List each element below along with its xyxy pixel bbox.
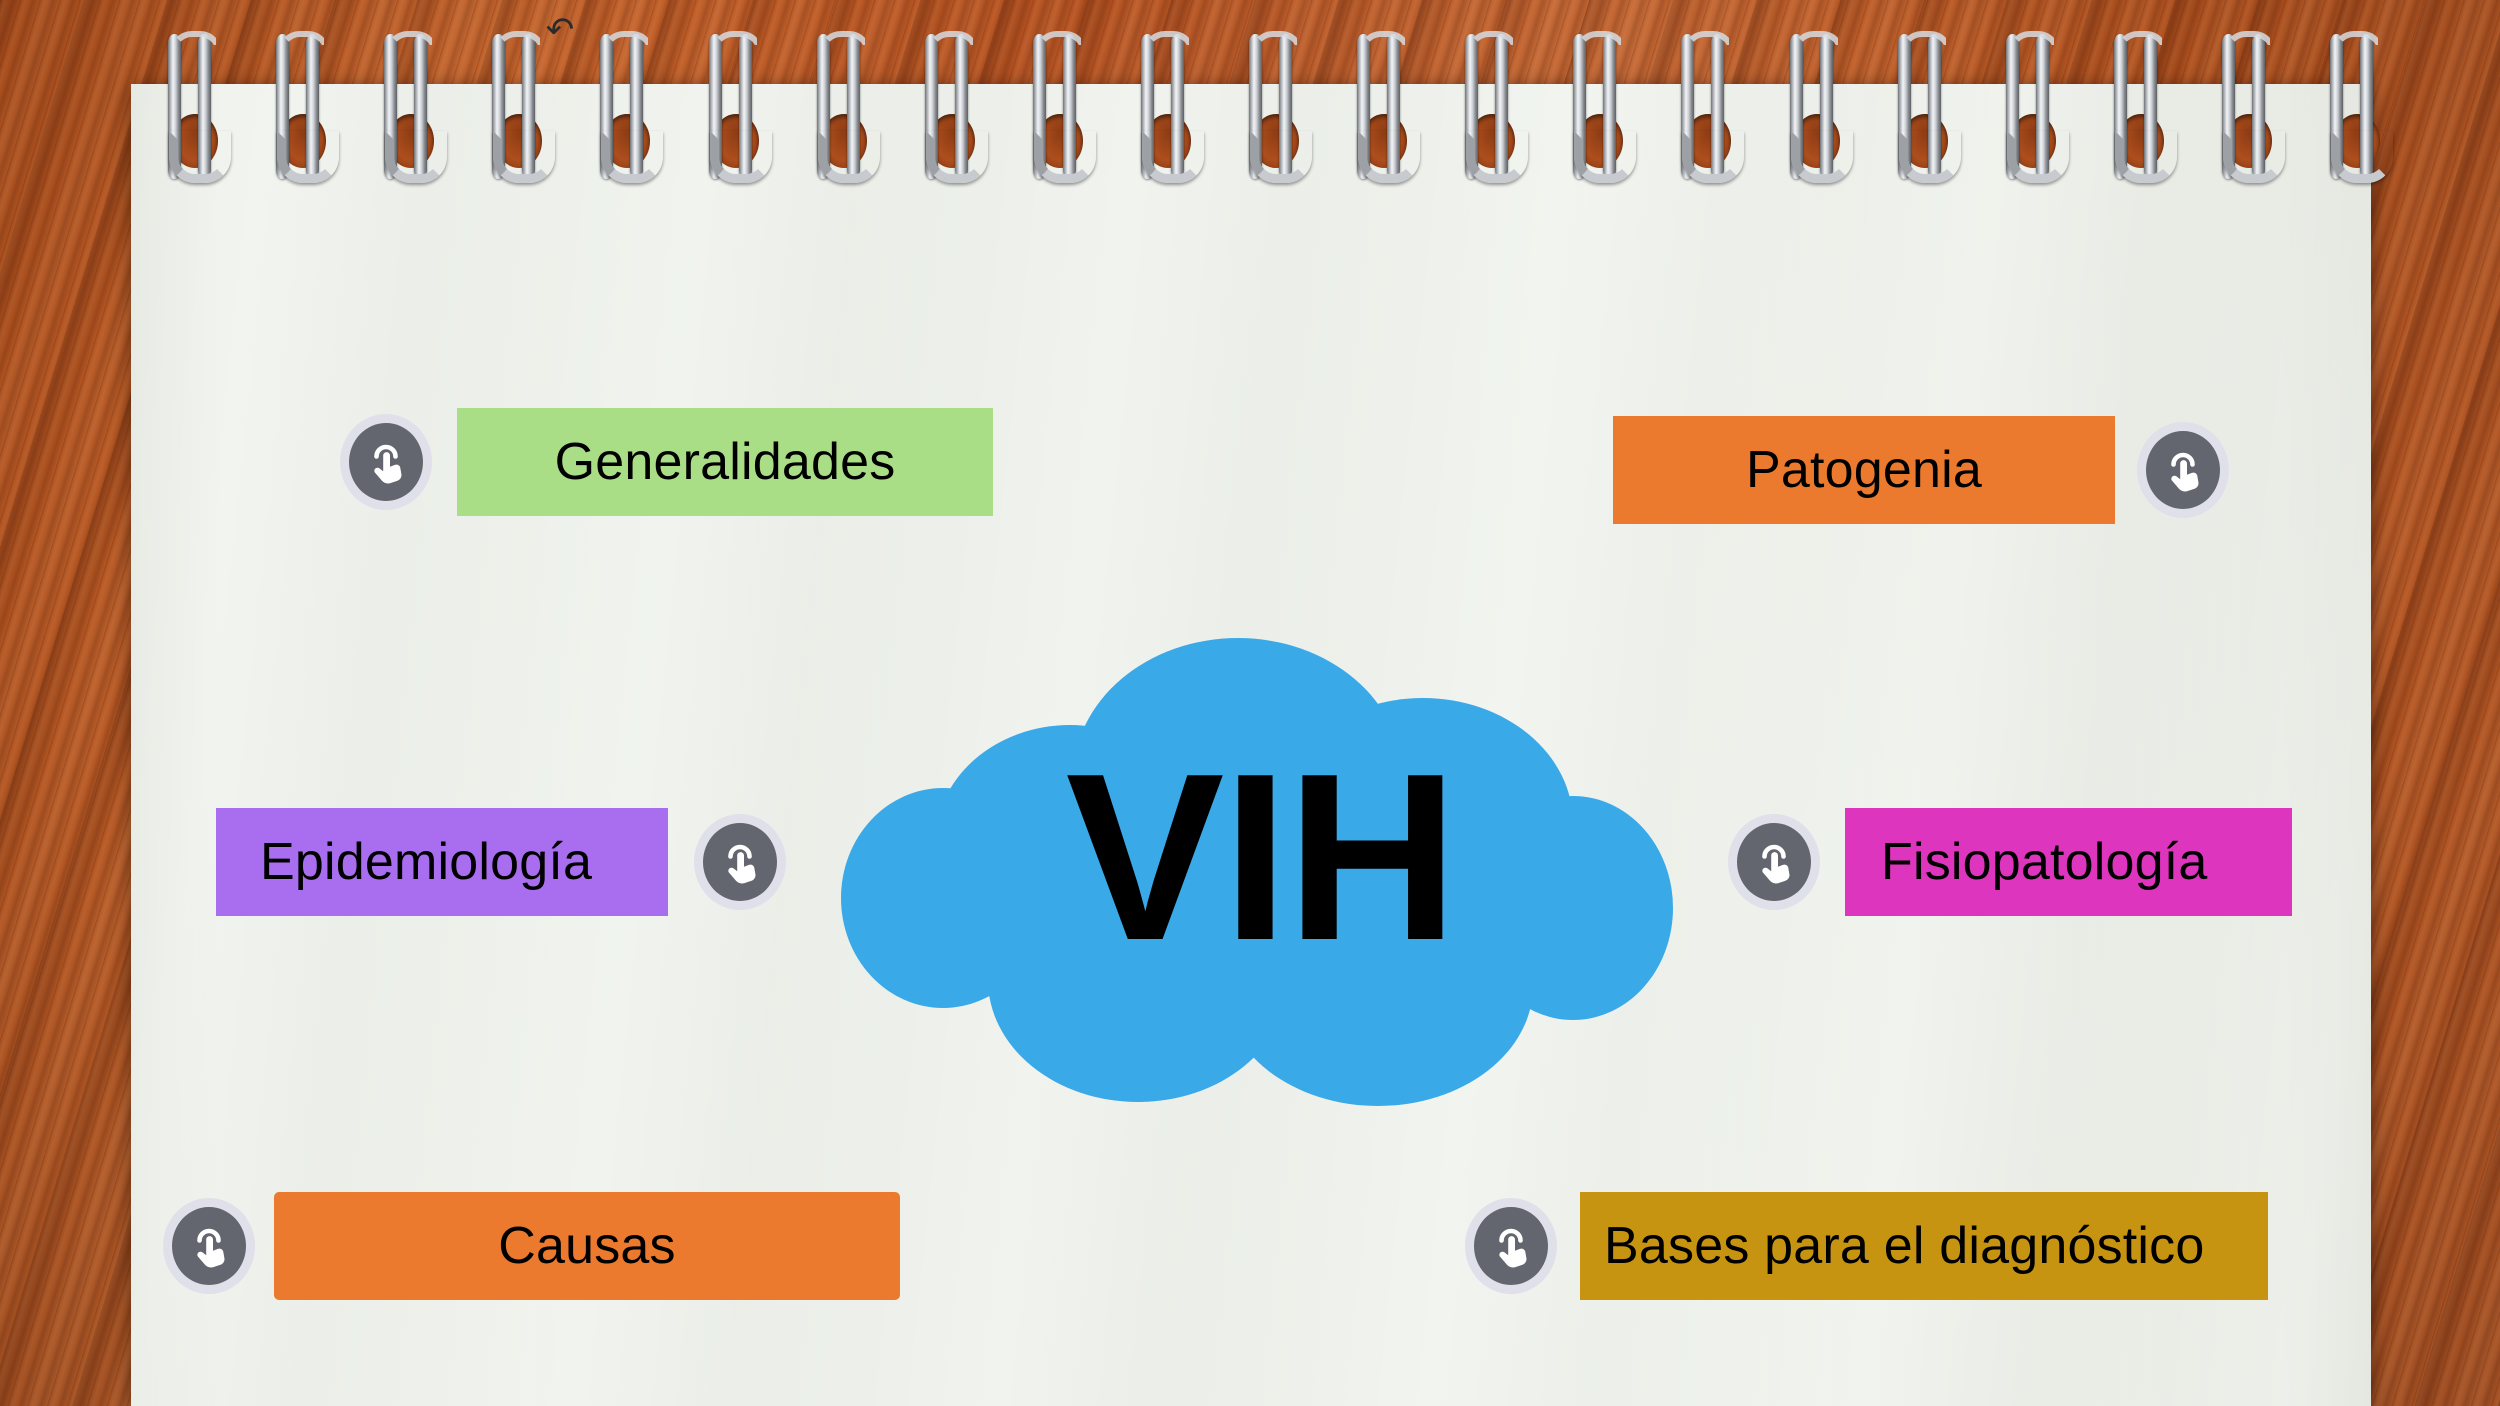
hand-pointer-icon [1499,1228,1527,1268]
hand-pointer-icon [2171,452,2199,492]
label-patogenia[interactable]: Patogenia [1613,416,2115,524]
touch-tap-icon[interactable] [340,414,432,510]
node-patogenia[interactable]: Patogenia [1613,416,2229,524]
central-topic-cloud[interactable]: VIH [838,608,1678,1108]
touch-tap-icon[interactable] [1465,1198,1557,1294]
label-epidemiologia[interactable]: Epidemiología [216,808,668,916]
node-fisiopatologia[interactable]: Fisiopatología [1728,808,2292,916]
hand-pointer-icon [1762,844,1790,884]
node-bases[interactable]: Bases para el diagnóstico [1465,1192,2268,1300]
touch-tap-icon[interactable] [694,814,786,910]
label-fisiopatologia[interactable]: Fisiopatología [1845,808,2292,916]
touch-tap-icon[interactable] [1728,814,1820,910]
label-causas[interactable]: Causas [274,1192,900,1300]
hand-pointer-icon [374,444,402,484]
label-generalidades[interactable]: Generalidades [457,408,993,516]
touch-tap-icon[interactable] [2137,422,2229,518]
cloud-label: VIH [1065,725,1459,990]
hand-pointer-icon [197,1228,225,1268]
node-epidemiologia[interactable]: Epidemiología [216,808,786,916]
node-generalidades[interactable]: Generalidades [340,408,993,516]
cloud-shape-icon [841,638,1673,1106]
undo-icon[interactable]: ↶ [545,11,575,49]
node-causas[interactable]: Causas [163,1192,900,1300]
hand-pointer-icon [728,844,756,884]
label-bases-diagnostico[interactable]: Bases para el diagnóstico [1580,1192,2268,1300]
touch-tap-icon[interactable] [163,1198,255,1294]
